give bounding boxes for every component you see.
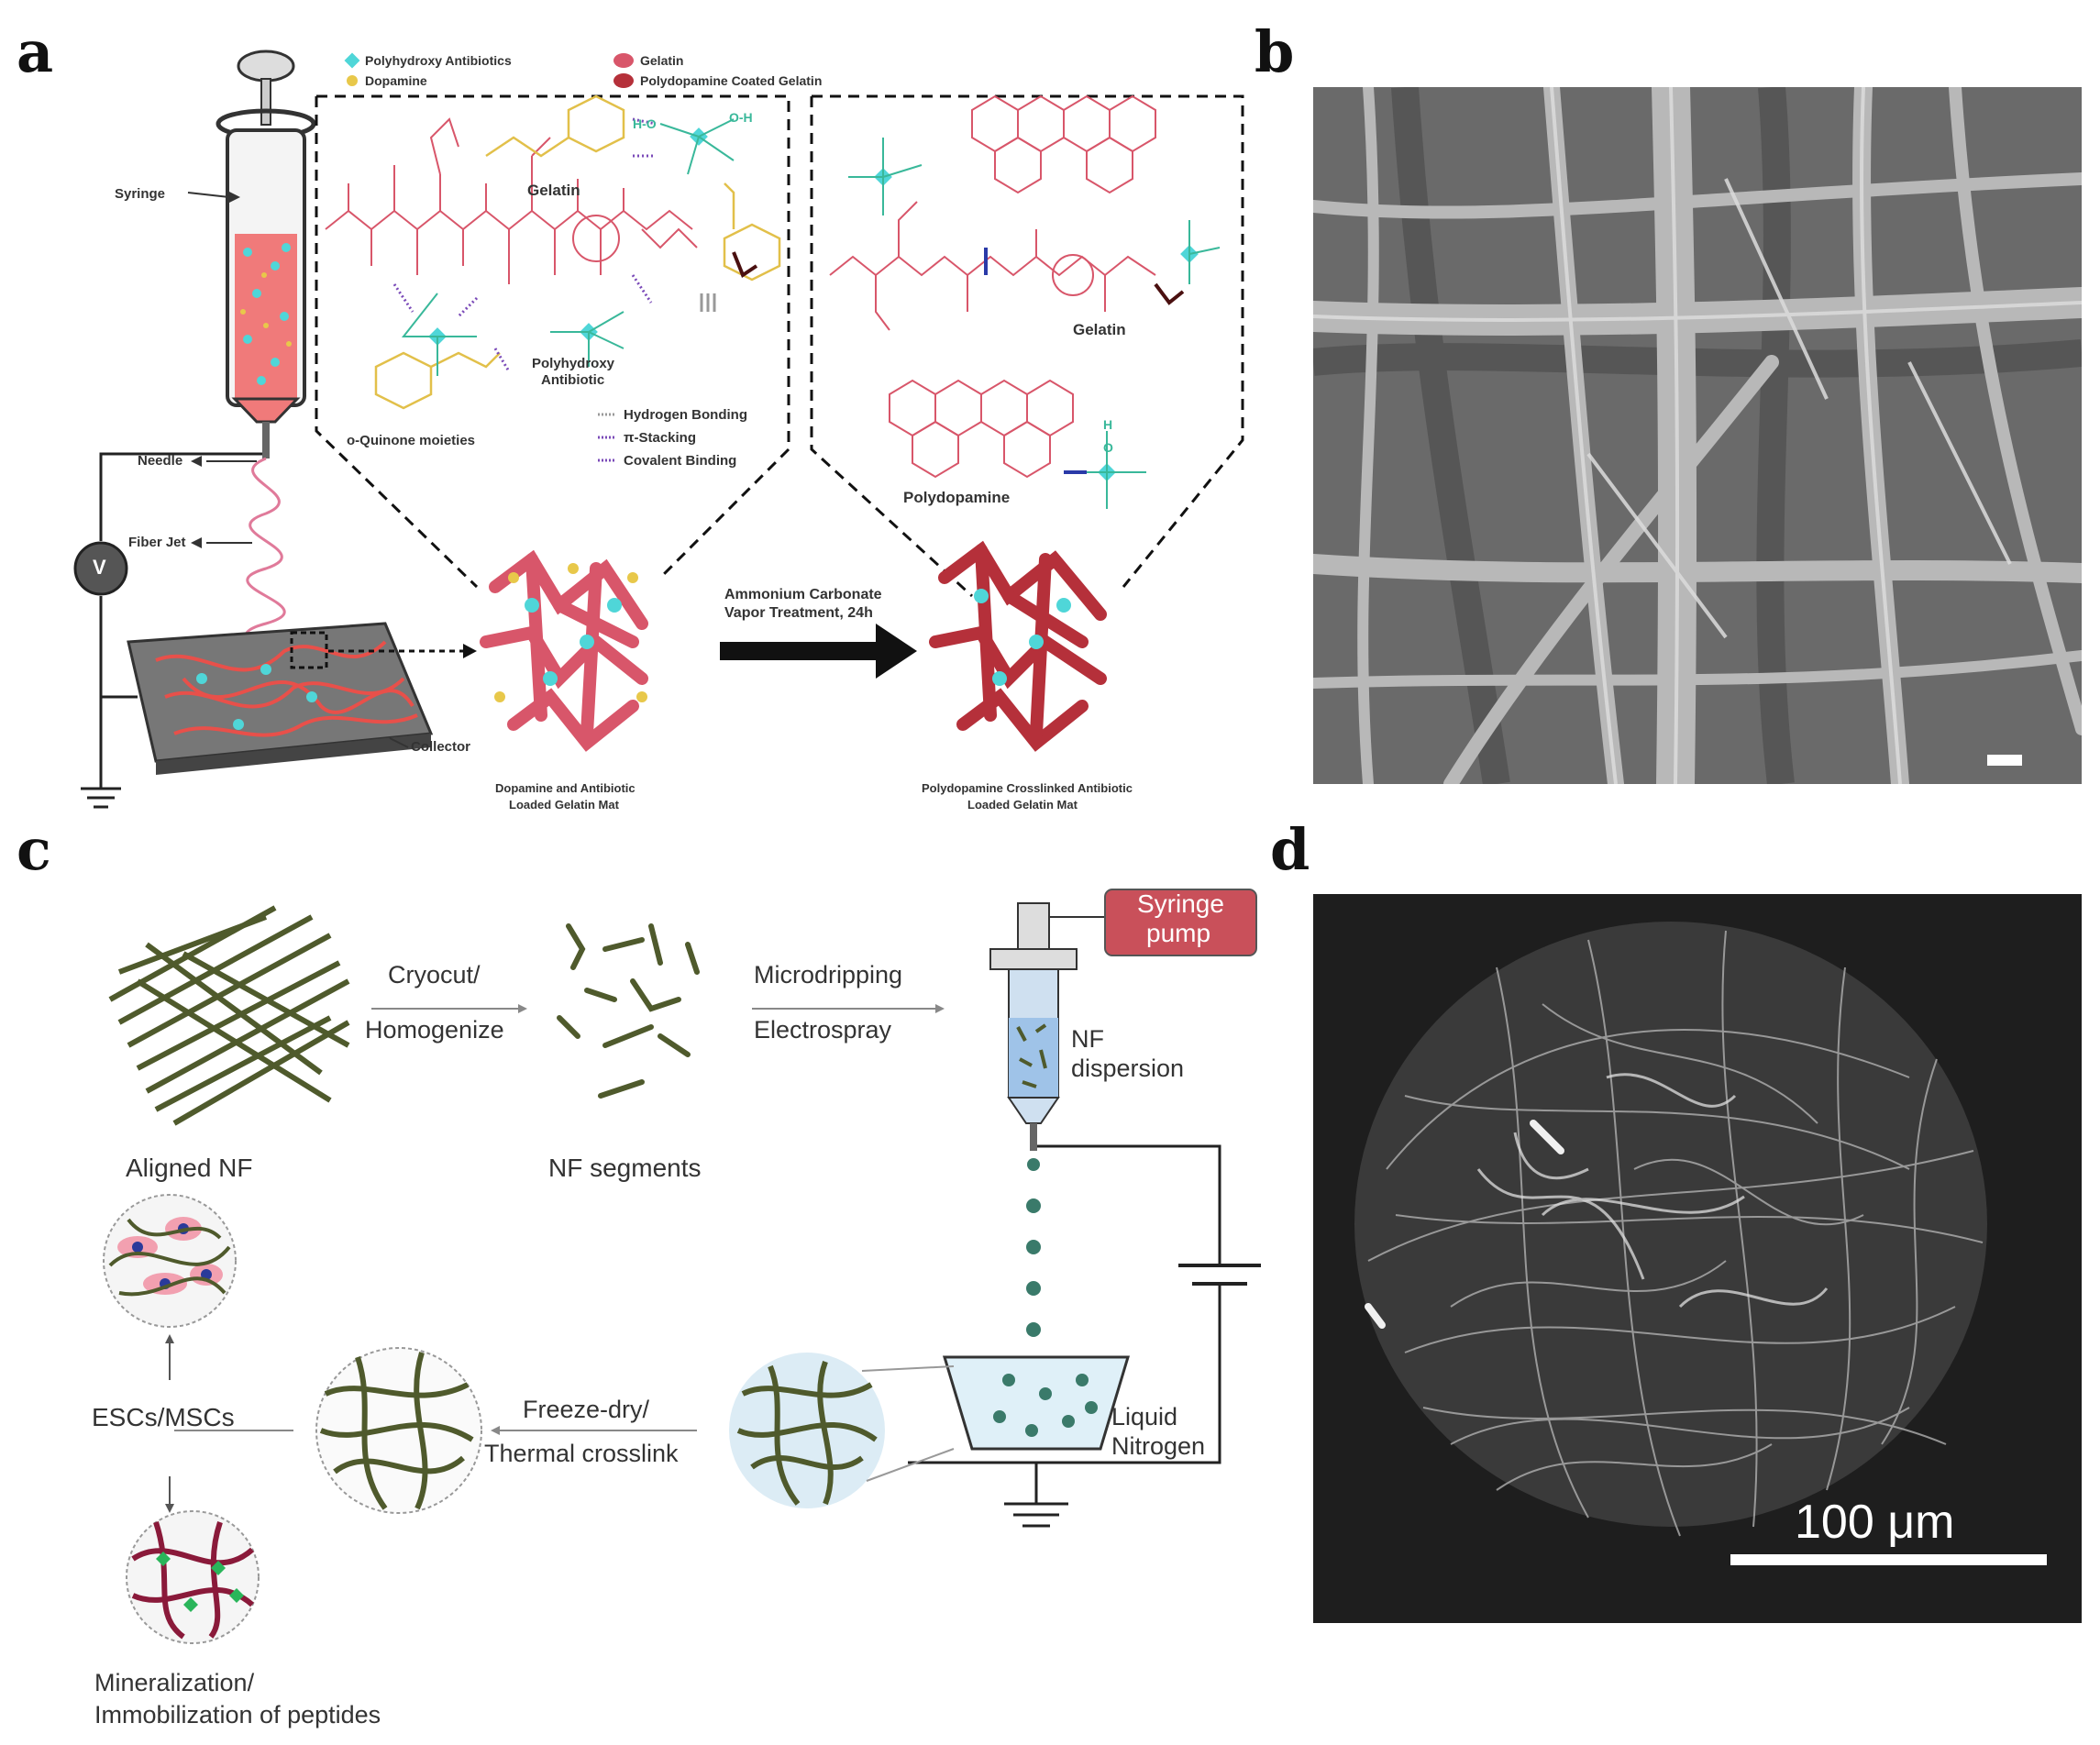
mineral-circle (126, 1510, 260, 1644)
mat2-label-1: Polydopamine Crosslinked Antibiotic (922, 781, 1133, 795)
panel-letter-c: c (17, 816, 51, 883)
ho-label: H-O (633, 116, 657, 131)
scale-bar-d (1730, 1554, 2047, 1565)
microdrip-label-1: Microdripping (754, 961, 903, 988)
pump-label-2: pump (1146, 919, 1211, 947)
legend-gelatin: Gelatin (640, 53, 684, 68)
bond-cov-label: Covalent Binding (624, 453, 737, 469)
bond-h-label: Hydrogen Bonding (624, 407, 747, 423)
cryocut-label-1: Cryocut/ (388, 961, 481, 988)
dopamine-rings (374, 94, 781, 410)
panel-a-graphic (73, 50, 1244, 809)
panel-a: Polyhydroxy Antibiotics Dopamine Gelatin… (0, 0, 1247, 825)
ln2-label-2: Nitrogen (1111, 1432, 1206, 1460)
scale-bar-label-d: 100 μm (1795, 1496, 1955, 1549)
mat2-label-2: Loaded Gelatin Mat (967, 798, 1078, 812)
quinone-label: o-Quinone moieties (347, 433, 476, 448)
antibiotic-label-2: Antibiotic (541, 372, 605, 388)
sem-image-d: 100 μm (1313, 894, 2082, 1623)
aligned-nf-label: Aligned NF (126, 1154, 253, 1182)
gelatin-label-right: Gelatin (1073, 321, 1126, 338)
droplet-zoom-fibers (736, 1360, 878, 1506)
gelatin-label-left: Gelatin (527, 182, 580, 199)
h-label: H (1103, 417, 1113, 432)
treatment-label-2: Vapor Treatment, 24h (724, 605, 873, 621)
syringe-pump-box (1104, 889, 1257, 956)
legend-pd-gelatin: Polydopamine Coated Gelatin (640, 73, 823, 88)
nf-disp-label-2: dispersion (1071, 1055, 1185, 1082)
scale-bar-b (1987, 755, 2022, 766)
liquid-nitrogen-beaker (942, 1355, 1131, 1451)
voltmeter-label: V (93, 556, 106, 579)
fiber-jet-label: Fiber Jet (128, 535, 186, 550)
mat1-label-1: Dopamine and Antibiotic (495, 781, 636, 795)
aligned-nf-fibers (108, 905, 350, 1126)
legend-dopamine: Dopamine (365, 73, 427, 88)
nf-segments (557, 923, 700, 1099)
ln2-label-1: Liquid (1111, 1403, 1178, 1430)
cryocut-label-2: Homogenize (365, 1016, 504, 1044)
nf-disp-label-1: NF (1071, 1025, 1104, 1053)
voltmeter-icon (73, 541, 128, 596)
mat-gelatin (480, 549, 648, 752)
panel-letter-b: b (1254, 18, 1295, 85)
oh-label: O-H (729, 110, 753, 125)
syringe-label: Syringe (115, 186, 166, 202)
treatment-arrow (720, 624, 917, 679)
antibiotic-legend-icon (344, 52, 360, 69)
microdrip-label-2: Electrospray (754, 1016, 892, 1044)
gelatin-chain-left (325, 117, 698, 284)
plunger-cap (237, 50, 295, 83)
treatment-label-1: Ammonium Carbonate (724, 587, 882, 602)
panel-c: Syringe pump Cryocut/ Homogenize Microdr… (0, 862, 1284, 1745)
panel-letter-a: a (17, 18, 54, 85)
mat1-label-2: Loaded Gelatin Mat (509, 798, 619, 812)
escs-label: ESCs/MSCs (92, 1403, 235, 1431)
bond-pi-label: π-Stacking (624, 430, 696, 446)
collector-label: Collector (411, 739, 471, 755)
mat-polydopamine (929, 540, 1107, 752)
droplets (1026, 1158, 1041, 1337)
sem-fibers-b (1313, 87, 2082, 784)
freeze-label-1: Freeze-dry/ (523, 1396, 650, 1423)
pd-gelatin-legend-icon (613, 73, 634, 88)
pump-label-1: Syringe (1137, 889, 1224, 918)
freeze-label-2: Thermal crosslink (484, 1440, 679, 1467)
dopamine-legend-icon (347, 75, 358, 86)
polydopamine-network (829, 94, 1156, 479)
nf-segments-label: NF segments (548, 1154, 702, 1182)
polydopamine-label: Polydopamine (903, 489, 1011, 506)
gelatin-legend-icon (613, 53, 634, 68)
antibiotic-label-1: Polyhydroxy (532, 356, 615, 371)
sem-image-b (1313, 87, 2082, 784)
antibiotic-molecules-right (874, 168, 1199, 481)
panel-letter-d: d (1270, 816, 1310, 883)
mineral-label-1: Mineralization/ (94, 1669, 255, 1696)
panel-c-graphic (103, 889, 1261, 1644)
antibiotic-molecules-left (428, 127, 708, 346)
sem-fiber-ball (1313, 894, 2082, 1623)
needle-label: Needle (138, 453, 183, 469)
o-label: O (1103, 440, 1113, 455)
legend-polyhydroxy: Polyhydroxy Antibiotics (365, 53, 512, 68)
mineral-label-2: Immobilization of peptides (94, 1701, 381, 1728)
